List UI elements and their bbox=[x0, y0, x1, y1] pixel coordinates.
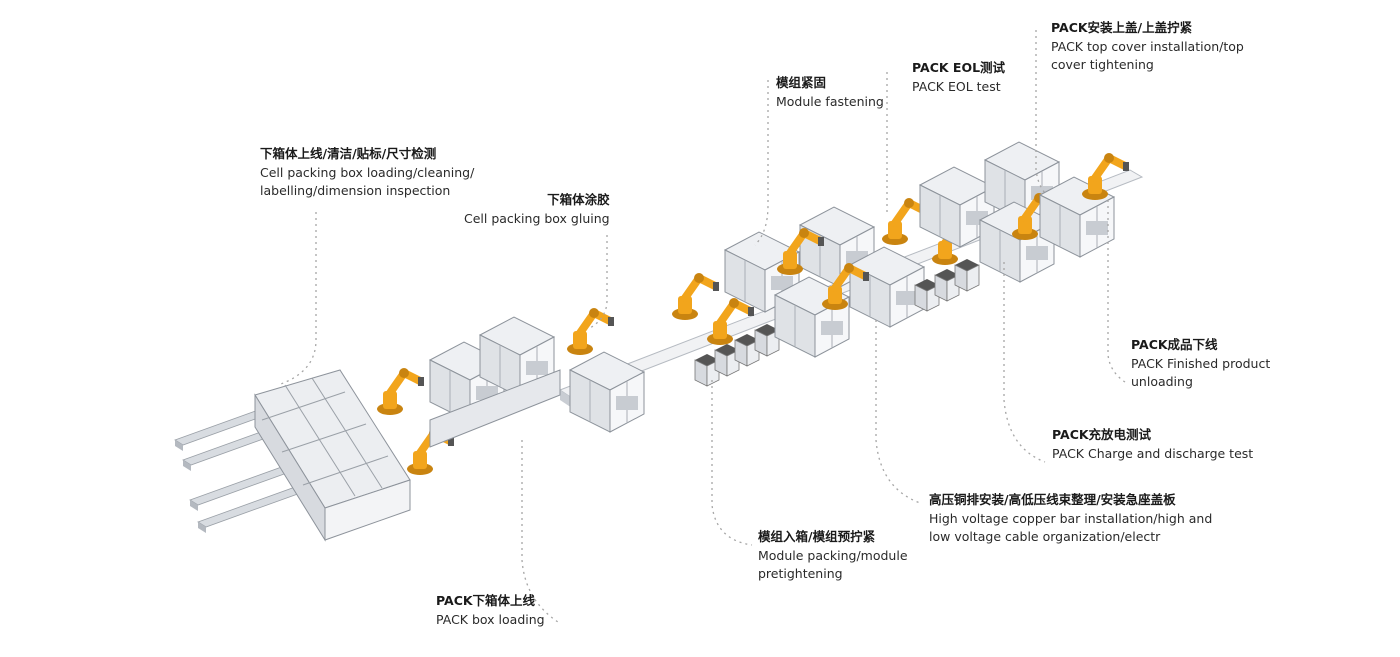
label-charge-discharge: PACK充放电测试 PACK Charge and discharge test bbox=[1052, 426, 1253, 463]
label-en-line: PACK box loading bbox=[436, 611, 545, 627]
label-en-line: Cell packing box gluing bbox=[464, 210, 610, 226]
label-zh: PACK充放电测试 bbox=[1052, 427, 1152, 442]
label-en-line: Cell packing box loading/cleaning/ bbox=[260, 164, 475, 180]
label-module-packing: 模组入箱/模组预拧紧 Module packing/module pretigh… bbox=[758, 528, 908, 584]
label-en-line: High voltage copper bar installation/hig… bbox=[929, 510, 1213, 526]
label-top-cover: PACK安装上盖/上盖拧紧 PACK top cover installatio… bbox=[1051, 19, 1244, 75]
label-en-line: Module packing/module bbox=[758, 547, 908, 563]
label-en-line: PACK Finished product bbox=[1131, 355, 1271, 371]
label-pack-eol-test: PACK EOL测试 PACK EOL test bbox=[912, 59, 1005, 96]
label-module-fastening: 模组紧固 Module fastening bbox=[776, 74, 884, 111]
label-en-line: low voltage cable organization/electr bbox=[929, 529, 1161, 544]
label-zh: 高压铜排安装/高低压线束整理/安装急座盖板 bbox=[929, 492, 1176, 507]
label-en-line: unloading bbox=[1131, 374, 1193, 389]
label-en-line: PACK EOL test bbox=[912, 78, 1001, 94]
label-zh: 下箱体涂胶 bbox=[547, 192, 610, 207]
label-copper-bar: 高压铜排安装/高低压线束整理/安装急座盖板 High voltage coppe… bbox=[929, 491, 1212, 547]
label-zh: PACK安装上盖/上盖拧紧 bbox=[1051, 20, 1193, 35]
label-pack-box-loading: PACK下箱体上线 PACK box loading bbox=[436, 592, 545, 629]
label-cell-box-loading: 下箱体上线/清洁/贴标/尺寸检测 Cell packing box loadin… bbox=[260, 145, 474, 201]
label-cell-box-gluing: 下箱体涂胶 Cell packing box gluing bbox=[464, 191, 610, 228]
label-zh: 模组紧固 bbox=[776, 75, 827, 90]
label-en-line: labelling/dimension inspection bbox=[260, 183, 451, 198]
label-zh: 模组入箱/模组预拧紧 bbox=[758, 529, 876, 544]
label-en-line: Module fastening bbox=[776, 93, 884, 109]
label-en-line: PACK Charge and discharge test bbox=[1052, 445, 1254, 461]
label-en-line: pretightening bbox=[758, 566, 843, 581]
label-zh: PACK成品下线 bbox=[1131, 337, 1218, 352]
label-en-line: PACK top cover installation/top bbox=[1051, 38, 1244, 54]
label-zh: PACK下箱体上线 bbox=[436, 593, 536, 608]
label-finished-unloading: PACK成品下线 PACK Finished product unloading bbox=[1131, 336, 1270, 392]
label-zh: PACK EOL测试 bbox=[912, 60, 1006, 75]
label-zh: 下箱体上线/清洁/贴标/尺寸检测 bbox=[260, 146, 437, 161]
label-en-line: cover tightening bbox=[1051, 57, 1154, 72]
